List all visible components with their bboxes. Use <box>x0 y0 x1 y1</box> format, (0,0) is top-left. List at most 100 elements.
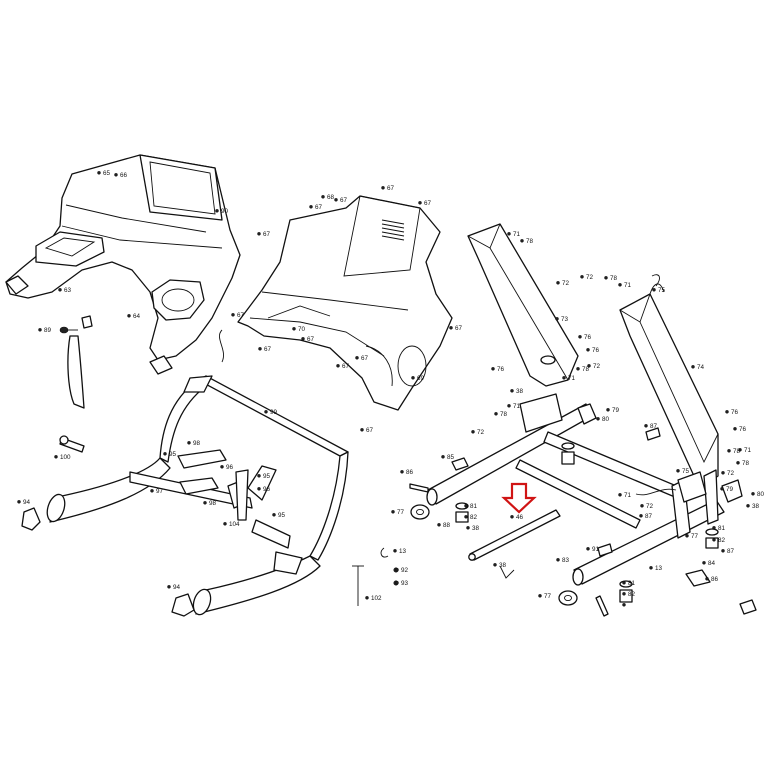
hardware-dot <box>606 408 610 412</box>
callout-label: 92 <box>401 567 409 574</box>
hardware-dot <box>702 561 706 565</box>
hardware-dot <box>507 404 511 408</box>
hardware-dot <box>652 288 656 292</box>
callout-label: 78 <box>500 411 508 418</box>
callout-label: 67 <box>263 231 271 238</box>
callout-label: 67 <box>361 355 369 362</box>
callout-label: 91 <box>592 546 600 553</box>
hardware-dot <box>507 232 511 236</box>
callout-label: 38 <box>752 503 760 510</box>
hardware-dot <box>449 326 453 330</box>
hardware-dot <box>393 549 397 553</box>
hardware-dot <box>58 288 62 292</box>
hardware-dot <box>471 430 475 434</box>
hardware-dot <box>738 448 742 452</box>
callout-label: 75 <box>682 468 690 475</box>
hardware-dot <box>562 376 566 380</box>
hardware-dot <box>733 427 737 431</box>
hardware-dot <box>676 469 680 473</box>
hardware-dot <box>622 603 626 607</box>
callout-label: 85 <box>447 454 455 461</box>
callout-label: 102 <box>371 595 382 602</box>
callout-label: 78 <box>742 460 750 467</box>
hardware-dot <box>721 549 725 553</box>
hardware-dot <box>618 493 622 497</box>
hardware-dot <box>727 449 731 453</box>
callout-label: 95 <box>278 512 286 519</box>
hardware-dot <box>220 465 224 469</box>
callout-label: 84 <box>708 560 716 567</box>
hardware-dot <box>167 585 171 589</box>
callout-label: 71 <box>513 403 521 410</box>
hardware-dot <box>586 348 590 352</box>
callout-label: 67 <box>366 427 374 434</box>
callout-label: 70 <box>298 326 306 333</box>
callout-label: 78 <box>526 238 534 245</box>
hardware-dot <box>639 514 643 518</box>
callout-label: 67 <box>342 363 350 370</box>
hardware-dot <box>400 470 404 474</box>
callout-label: 76 <box>731 409 739 416</box>
callout-label: 63 <box>64 287 72 294</box>
hardware-dot <box>203 501 207 505</box>
hardware-dot <box>264 410 268 414</box>
hardware-dot <box>510 515 514 519</box>
hardware-dot <box>391 510 395 514</box>
callout-label: 64 <box>133 313 141 320</box>
hardware-dot <box>272 513 276 517</box>
callout-label: 104 <box>229 521 240 528</box>
hardware-dot <box>580 275 584 279</box>
hardware-dot <box>321 195 325 199</box>
hardware-dot <box>491 367 495 371</box>
callout-label: 78 <box>733 448 741 455</box>
hardware-dot <box>163 452 167 456</box>
hardware-dot <box>644 424 648 428</box>
hardware-dot <box>223 522 227 526</box>
hardware-dot <box>411 376 415 380</box>
hardware-dot <box>114 173 118 177</box>
callout-label: 80 <box>602 416 610 423</box>
hardware-dot <box>520 239 524 243</box>
hardware-dot <box>395 581 399 585</box>
hardware-dot <box>334 198 338 202</box>
hardware-dot <box>604 276 608 280</box>
callout-label: 80 <box>757 491 765 498</box>
upright-frame-part <box>197 375 349 457</box>
callout-label: 73 <box>561 316 569 323</box>
callout-label: 90 <box>221 208 229 215</box>
callout-label: 67 <box>424 200 432 207</box>
hardware-dot <box>685 534 689 538</box>
callout-label: 74 <box>697 364 705 371</box>
callout-label: 76 <box>497 366 505 373</box>
accessory-tray-part <box>151 279 205 321</box>
callout-label: 77 <box>397 509 405 516</box>
hardware-dot <box>596 417 600 421</box>
console-base-assembly <box>5 154 349 617</box>
callout-label: 71 <box>624 282 632 289</box>
callout-label: 76 <box>739 426 747 433</box>
hardware-dot <box>649 566 653 570</box>
hardware-dot <box>355 356 359 360</box>
hardware-dot <box>292 327 296 331</box>
hardware-dot <box>336 364 340 368</box>
hardware-dot <box>365 596 369 600</box>
hardware-dot <box>705 577 709 581</box>
callout-label: 46 <box>516 514 524 521</box>
callout-label: 72 <box>586 274 594 281</box>
callout-label: 97 <box>156 488 164 495</box>
callout-label: 96 <box>263 486 271 493</box>
callout-label: 86 <box>406 469 414 476</box>
callout-label: 67 <box>315 204 323 211</box>
hardware-dot <box>587 364 591 368</box>
hardware-dot <box>38 328 42 332</box>
callout-labels: 65 66 90 63 64 89 99 100 98 95 96 97 98 … <box>23 170 765 602</box>
hardware-dot <box>464 515 468 519</box>
callout-label: 87 <box>727 548 735 555</box>
hardware-dot <box>578 335 582 339</box>
hardware-dot <box>301 337 305 341</box>
hardware-dot <box>441 455 445 459</box>
callout-label: 38 <box>516 388 524 395</box>
right-upright-part <box>619 293 719 487</box>
callout-label: 65 <box>103 170 111 177</box>
